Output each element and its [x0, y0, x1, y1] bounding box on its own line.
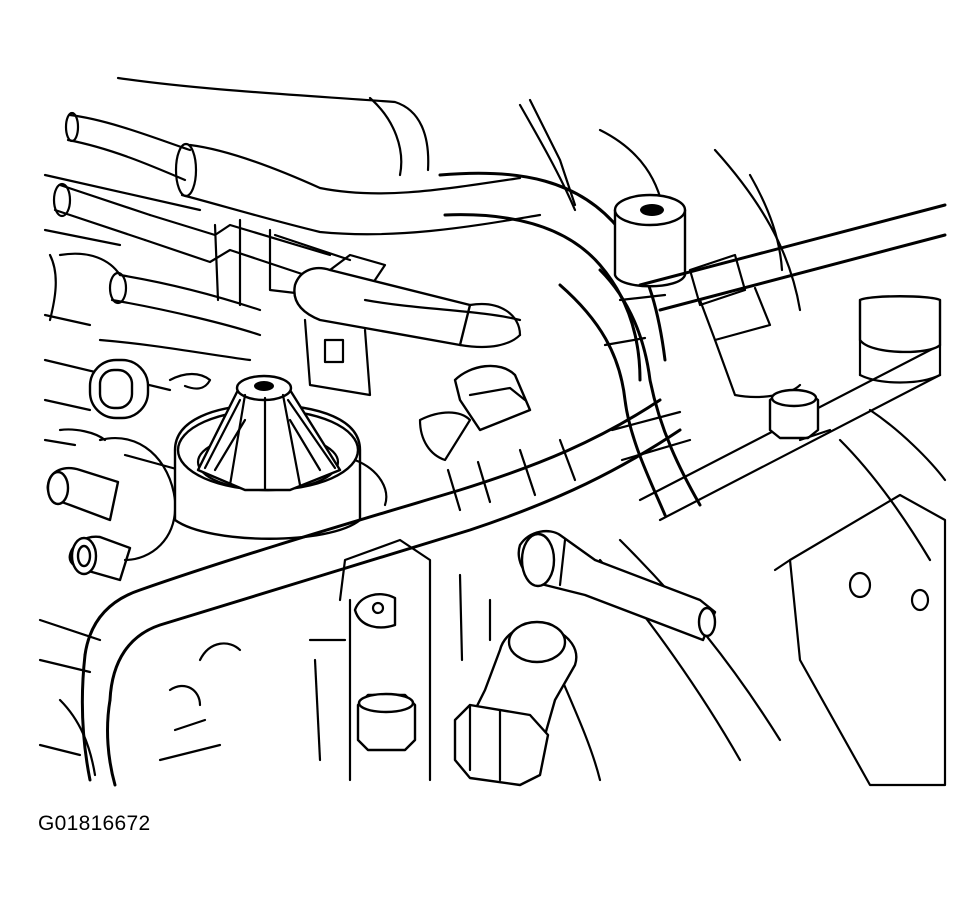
electrical-connector: [293, 253, 532, 462]
upper-right-cylinder: [613, 193, 947, 399]
engine-illustration: [38, 76, 947, 787]
figure-id-label: G01816672: [38, 812, 151, 835]
left-fitting-bracket: [48, 252, 262, 442]
upper-hose-bundle: [52, 111, 667, 382]
lower-bracket: [158, 538, 492, 782]
elbow-fitting: [453, 620, 578, 787]
outlet-pipe: [517, 529, 717, 642]
throttle-body-assembly: [173, 374, 388, 540]
right-bolt-fitting: [768, 295, 942, 442]
main-tube: [80, 398, 682, 787]
left-nozzle-fittings: [46, 437, 182, 582]
right-vertical-pipe: [558, 268, 702, 517]
